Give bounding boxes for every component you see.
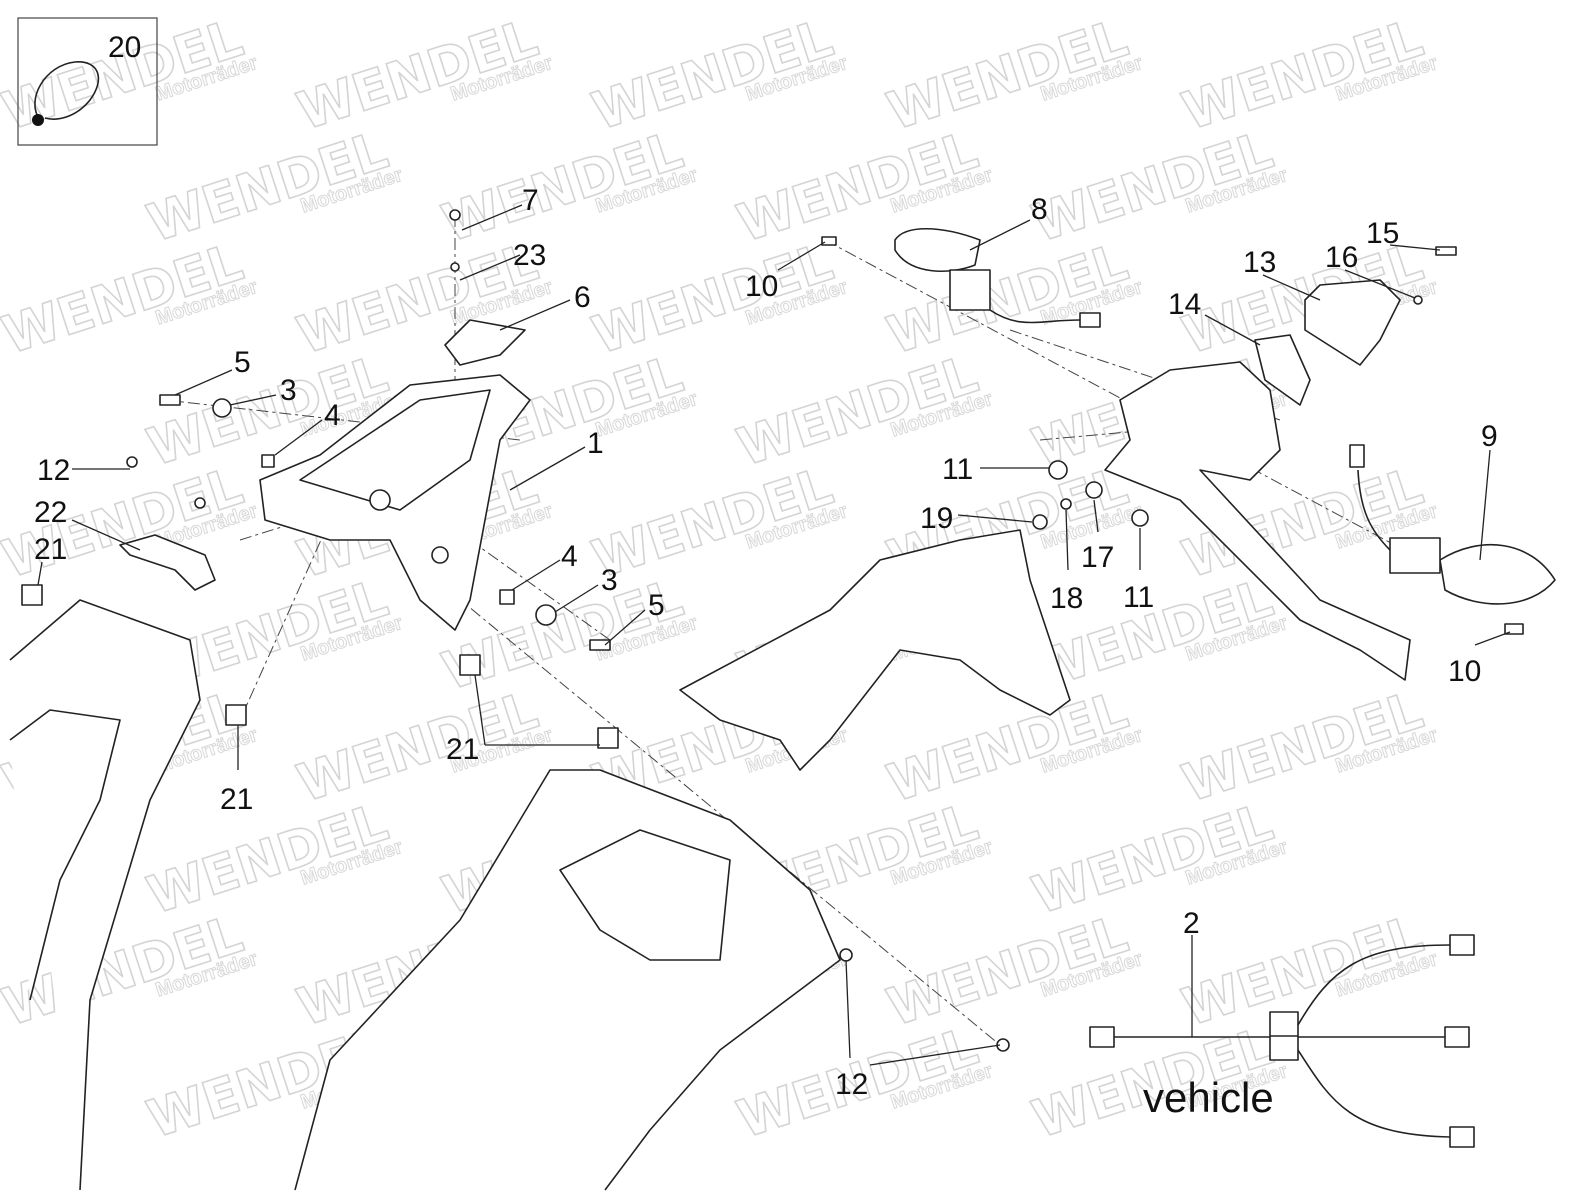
wiring-caption: vehicle: [1143, 1074, 1274, 1121]
part-label: 11: [942, 453, 973, 486]
part-license-bracket: [679, 529, 1071, 771]
small-parts: [21, 236, 1524, 1052]
part-label: 5: [234, 346, 251, 379]
cable-tie-icon: [34, 61, 100, 121]
part-label: 16: [1325, 241, 1358, 274]
part-rear-fender: [294, 769, 841, 1191]
part-label: 22: [34, 496, 67, 529]
part-label: 5: [648, 589, 665, 622]
part-label: 10: [1448, 655, 1481, 688]
part-label: 17: [1081, 541, 1114, 574]
part-rear-frame: [9, 599, 201, 1191]
part-label: 12: [37, 454, 70, 487]
part-label: 18: [1050, 582, 1083, 615]
part-plate: [1254, 334, 1311, 406]
part-label: 10: [745, 270, 778, 303]
part-label: 9: [1481, 420, 1498, 453]
part-label: 21: [446, 733, 479, 766]
inset-cable-tie: 20: [17, 17, 158, 146]
part-label: 7: [522, 184, 539, 217]
part-label: 15: [1366, 217, 1399, 250]
part-label-20: 20: [108, 31, 141, 64]
part-reflector: [1304, 279, 1401, 366]
part-label: 3: [601, 564, 618, 597]
part-tail-light-housing: [259, 374, 531, 631]
part-label: 14: [1168, 288, 1201, 321]
part-label: 6: [574, 281, 591, 314]
wiring-harness: vehicle: [1089, 934, 1475, 1148]
part-label: 21: [34, 533, 67, 566]
part-label: 2: [1183, 907, 1200, 940]
part-indicator-left: [894, 227, 1101, 328]
leader-lines: [37, 204, 1511, 1066]
part-label: 19: [920, 502, 953, 535]
part-label: 8: [1031, 193, 1048, 226]
part-label: 11: [1123, 581, 1154, 614]
part-bracket: [444, 319, 526, 366]
part-label: 3: [280, 374, 297, 407]
part-label: 1: [587, 427, 604, 460]
part-indicator-right: [1349, 444, 1556, 605]
part-label: 21: [220, 783, 253, 816]
part-label: 12: [835, 1068, 868, 1101]
part-license-holder: [1104, 361, 1411, 681]
part-labels: 7 23 6 5 3 4 1 12 22 21 4 3 5 21 21 8 10…: [34, 184, 1498, 1101]
part-label: 4: [561, 540, 578, 573]
part-label: 23: [513, 239, 546, 272]
part-label: 13: [1243, 246, 1276, 279]
part-label: 4: [324, 399, 341, 432]
